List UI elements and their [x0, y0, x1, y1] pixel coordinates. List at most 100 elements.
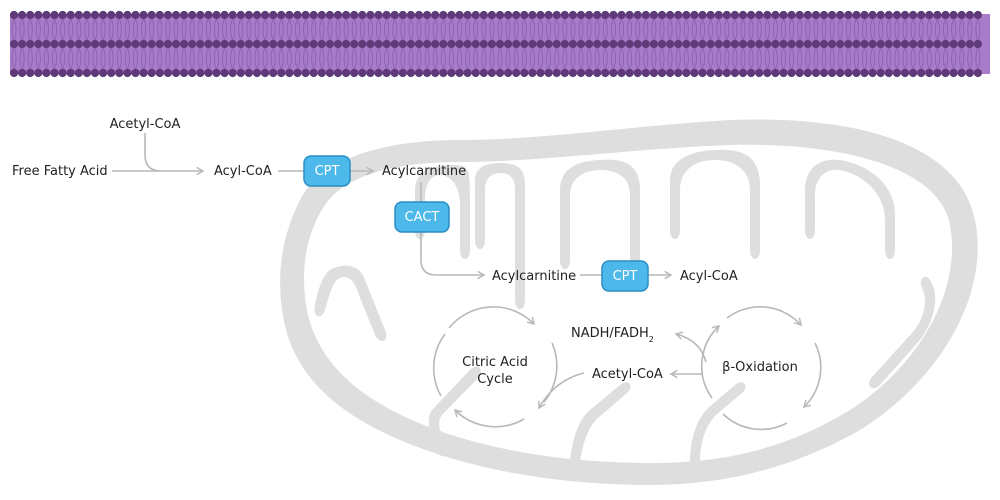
phospholipid-head — [220, 39, 229, 49]
phospholipid-head — [730, 10, 740, 20]
phospholipid-tail — [473, 46, 479, 71]
phospholipid-head — [876, 39, 885, 49]
phospholipid-head — [528, 39, 537, 49]
phospholipid-tail — [392, 46, 398, 71]
phospholipid-head — [196, 68, 205, 78]
phospholipid-head — [479, 10, 488, 20]
phospholipid-head — [811, 68, 821, 78]
phospholipid-head — [609, 39, 618, 49]
phospholipid-head — [350, 10, 359, 20]
phospholipid-tail — [424, 46, 430, 71]
phospholipid-head — [576, 10, 586, 20]
phospholipid-head — [925, 68, 934, 78]
phospholipid-head — [674, 68, 683, 78]
phospholipid-tail — [424, 17, 430, 42]
phospholipid-tail — [764, 17, 770, 42]
phospholipid-tail — [124, 46, 130, 71]
phospholipid-head — [423, 68, 432, 78]
phospholipid-tail — [748, 17, 754, 42]
phospholipid-head — [66, 39, 75, 49]
phospholipid-tail — [286, 46, 292, 71]
phospholipid-tail — [303, 17, 309, 42]
phospholipid-head — [309, 10, 318, 20]
phospholipid-head — [180, 68, 189, 78]
phospholipid-tail — [708, 17, 714, 42]
phospholipid-head — [382, 10, 391, 20]
phospholipid-head — [617, 10, 626, 20]
phospholipid-head — [884, 68, 893, 78]
enzyme-cpt-1-label: CPT — [315, 164, 340, 179]
phospholipid-head — [763, 68, 772, 78]
phospholipid-head — [965, 39, 974, 49]
phospholipid-tail — [238, 17, 244, 42]
phospholipid-head — [828, 10, 837, 20]
phospholipid-tail — [222, 17, 227, 42]
phospholipid-head — [123, 39, 132, 49]
phospholipid-head — [698, 10, 707, 20]
phospholipid-tail — [611, 46, 616, 71]
phospholipid-head — [220, 68, 229, 78]
phospholipid-head — [188, 10, 197, 20]
phospholipid-tail — [837, 46, 843, 71]
phospholipid-head — [698, 39, 707, 49]
phospholipid-head — [779, 68, 788, 78]
phospholipid-tail — [457, 17, 462, 42]
phospholipid-tail — [538, 17, 543, 42]
phospholipid-tail — [594, 17, 600, 42]
phospholipid-tail — [829, 46, 835, 71]
phospholipid-tail — [854, 17, 859, 42]
phospholipid-head — [892, 39, 902, 49]
phospholipid-head — [819, 39, 829, 49]
beta-arc-right — [802, 342, 822, 409]
phospholipid-tail — [781, 17, 786, 42]
phospholipid-head — [747, 39, 756, 49]
arrow-acetylcoa-merge — [144, 133, 162, 172]
phospholipid-head — [722, 39, 731, 49]
phospholipid-head — [868, 10, 877, 20]
phospholipid-head — [439, 10, 448, 20]
phospholipid-head — [204, 68, 213, 78]
phospholipid-tail — [635, 46, 641, 71]
phospholipid-head — [139, 10, 148, 20]
phospholipid-head — [131, 39, 140, 49]
phospholipid-head — [220, 10, 229, 20]
label-acylcarnitine-2: Acylcarnitine — [492, 269, 576, 284]
phospholipid-head — [852, 68, 861, 78]
phospholipid-tail — [359, 46, 365, 71]
phospholipid-head — [844, 10, 853, 20]
phospholipid-tail — [700, 46, 705, 71]
phospholipid-tail — [44, 17, 49, 42]
phospholipid-tail — [627, 46, 633, 71]
arrow-cact-to-acylcarnitine — [420, 232, 486, 280]
phospholipid-head — [34, 39, 43, 49]
phospholipid-tail — [513, 17, 519, 42]
phospholipid-head — [965, 10, 974, 20]
phospholipid-tail — [894, 17, 900, 42]
phospholipid-tail — [60, 46, 66, 71]
phospholipid-head — [941, 10, 950, 20]
phospholipid-tail — [368, 46, 373, 71]
phospholipid-tail — [521, 46, 527, 71]
phospholipid-tail — [149, 17, 155, 42]
phospholipid-head — [625, 68, 634, 78]
phospholipid-tail — [408, 17, 414, 42]
phospholipid-head — [900, 39, 910, 49]
phospholipid-tail — [959, 17, 965, 42]
phospholipid-head — [431, 68, 440, 78]
phospholipid-tail — [400, 17, 406, 42]
beta-arc-bottom — [722, 413, 788, 431]
phospholipid-head — [795, 10, 804, 20]
phospholipid-tail — [440, 17, 446, 42]
phospholipid-tail — [489, 17, 495, 42]
phospholipid-tail — [19, 46, 25, 71]
phospholipid-head — [455, 39, 464, 49]
phospholipid-head — [641, 39, 650, 49]
phospholipid-tail — [870, 46, 876, 71]
phospholipid-tail — [748, 46, 754, 71]
phospholipid-head — [568, 39, 578, 49]
phospholipid-tail — [295, 17, 300, 42]
phospholipid-head — [787, 68, 796, 78]
phospholipid-head — [844, 68, 853, 78]
phospholipid-head — [423, 39, 432, 49]
phospholipid-tail — [27, 17, 33, 42]
